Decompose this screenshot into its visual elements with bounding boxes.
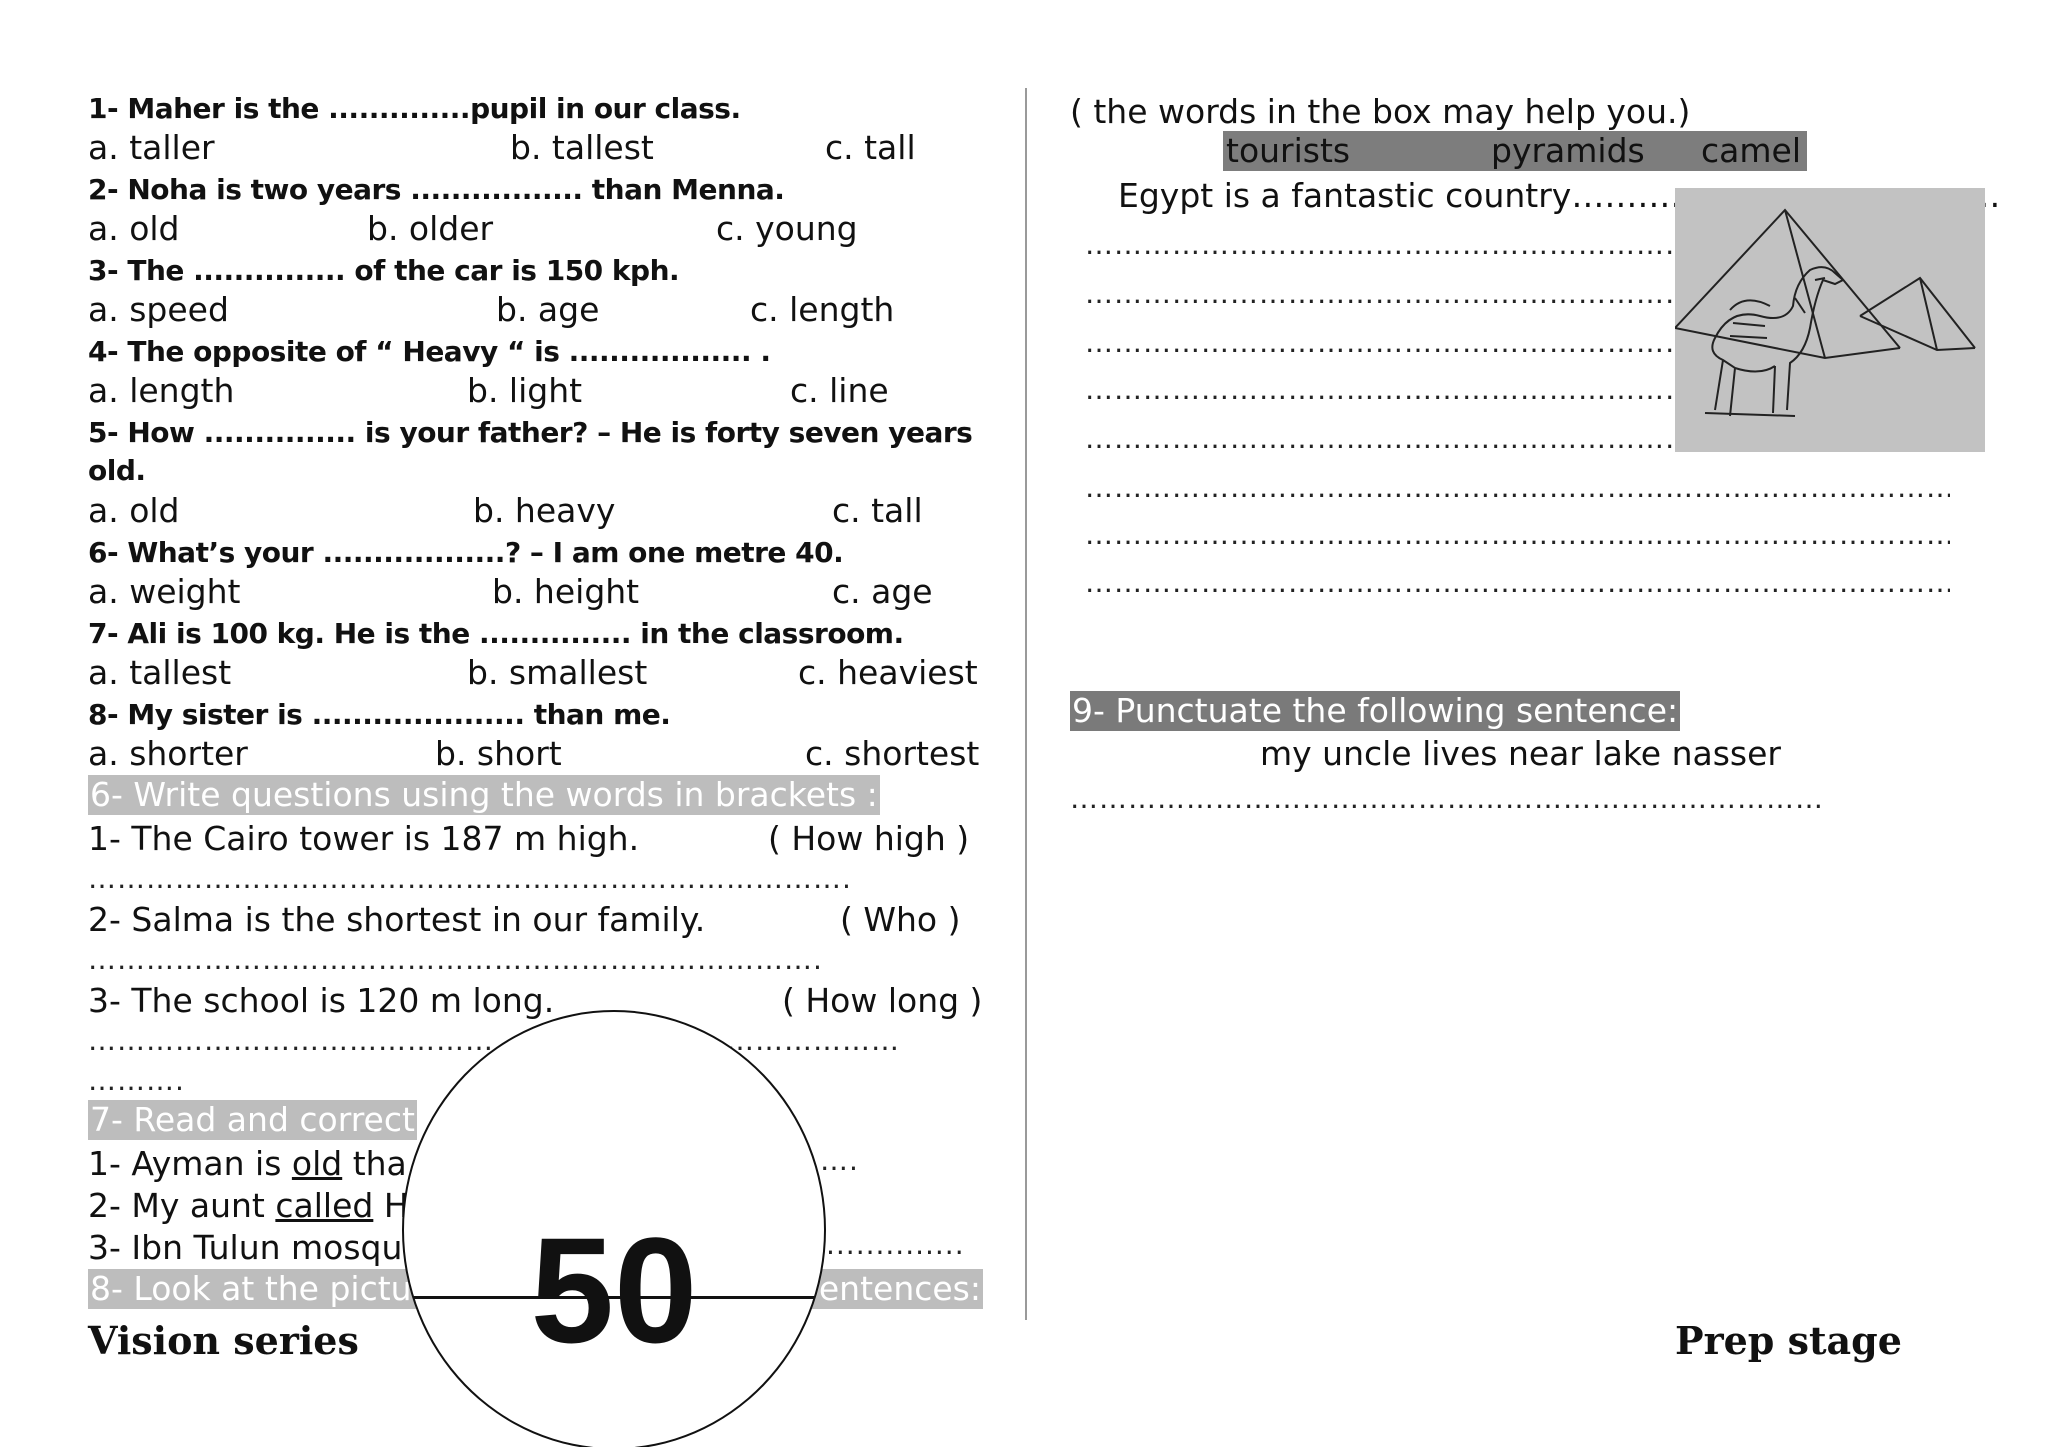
q5-option-b: b. heavy [473, 491, 616, 530]
writing-line: ……………………………………………………………………………… [1085, 518, 1950, 551]
q3-option-a: a. speed [88, 290, 229, 329]
q8-option-c: c. shortest [805, 734, 980, 773]
answer-line: …………………………………………………………………. [88, 943, 823, 976]
section-6-item-2-hint: ( Who ) [840, 900, 961, 939]
question-6: 6- What’s your ..................? – I a… [88, 536, 844, 569]
q4-option-b: b. light [467, 371, 583, 410]
section-6-item-2: 2- Salma is the shortest in our family. [88, 900, 706, 939]
page-number-line [413, 1296, 815, 1299]
q6-option-c: c. age [832, 572, 933, 611]
q2-option-b: b. older [367, 209, 494, 248]
q1-option-b: b. tallest [510, 128, 654, 167]
answer-line: …. [820, 1144, 859, 1177]
q2-option-c: c. young [716, 209, 858, 248]
section-9-heading: 9- Punctuate the following sentence: [1070, 691, 1681, 731]
section-6-item-1: 1- The Cairo tower is 187 m high. [88, 819, 640, 858]
word-box-hint: ( the words in the box may help you.) [1070, 92, 1691, 131]
section-6-item-3: 3- The school is 120 m long. [88, 981, 555, 1020]
word-box-word: tourists [1226, 131, 1351, 170]
pyramids-camel-picture [1674, 188, 1985, 452]
q6-option-b: b. height [492, 572, 640, 611]
question-7: 7- Ali is 100 kg. He is the ............… [88, 617, 904, 650]
question-1: 1- Maher is the ..............pupil in o… [88, 92, 741, 125]
section-9-sentence: my uncle lives near lake nasser [1260, 734, 1781, 773]
section-7-item-2: 2- My aunt called H [88, 1186, 409, 1225]
question-5-continued: old. [88, 454, 146, 487]
error-word: old [291, 1144, 343, 1183]
question-5: 5- How ............... is your father? –… [88, 416, 973, 449]
word-box: tourists pyramids camel [1223, 131, 1807, 171]
page-number: 50 [530, 1206, 698, 1374]
q1-option-a: a. taller [88, 128, 215, 167]
section-6-item-3-hint: ( How long ) [782, 981, 983, 1020]
answer-line: ……………………………………………………………………. [88, 862, 852, 895]
section-6-item-1-hint: ( How high ) [768, 819, 970, 858]
section-7-heading: 7- Read and correct [88, 1100, 417, 1140]
q8-option-b: b. short [435, 734, 562, 773]
word-box-word: camel [1701, 131, 1801, 170]
q7-option-b: b. smallest [467, 653, 648, 692]
q3-option-c: c. length [750, 290, 895, 329]
q3-option-b: b. age [496, 290, 600, 329]
q6-option-a: a. weight [88, 572, 241, 611]
column-divider [1025, 88, 1027, 1320]
answer-line: …………………………………………………………………… [1070, 782, 1824, 815]
footer-stage-name: Prep stage [1675, 1318, 1902, 1363]
word-box-word: pyramids [1491, 131, 1645, 170]
error-word: called [275, 1186, 374, 1225]
q8-option-a: a. shorter [88, 734, 248, 773]
question-4: 4- The opposite of “ Heavy “ is ........… [88, 335, 771, 368]
writing-line: ……………………………………………………………………………… [1085, 471, 1950, 504]
section-7-item-1: 1- Ayman is old tha [88, 1144, 407, 1183]
q4-option-a: a. length [88, 371, 235, 410]
q4-option-c: c. line [790, 371, 889, 410]
question-3: 3- The ............... of the car is 150… [88, 254, 680, 287]
question-2: 2- Noha is two years ................. t… [88, 173, 785, 206]
q1-option-c: c. tall [825, 128, 916, 167]
q5-option-a: a. old [88, 491, 180, 530]
section-6-heading: 6- Write questions using the words in br… [88, 775, 880, 815]
answer-line: .............. [826, 1228, 965, 1261]
q5-option-c: c. tall [832, 491, 923, 530]
section-7-item-3: 3- Ibn Tulun mosqu [88, 1228, 403, 1267]
page-number-circle [402, 1010, 826, 1447]
q7-option-a: a. tallest [88, 653, 232, 692]
writing-line: ……………………………………………………………………………… [1085, 566, 1950, 599]
q7-option-c: c. heaviest [798, 653, 978, 692]
pyramids-camel-illustration [1674, 208, 1976, 417]
question-8: 8- My sister is ..................... th… [88, 698, 671, 731]
footer-series-name: Vision series [88, 1318, 359, 1363]
answer-line: ………. [88, 1064, 185, 1097]
q2-option-a: a. old [88, 209, 180, 248]
